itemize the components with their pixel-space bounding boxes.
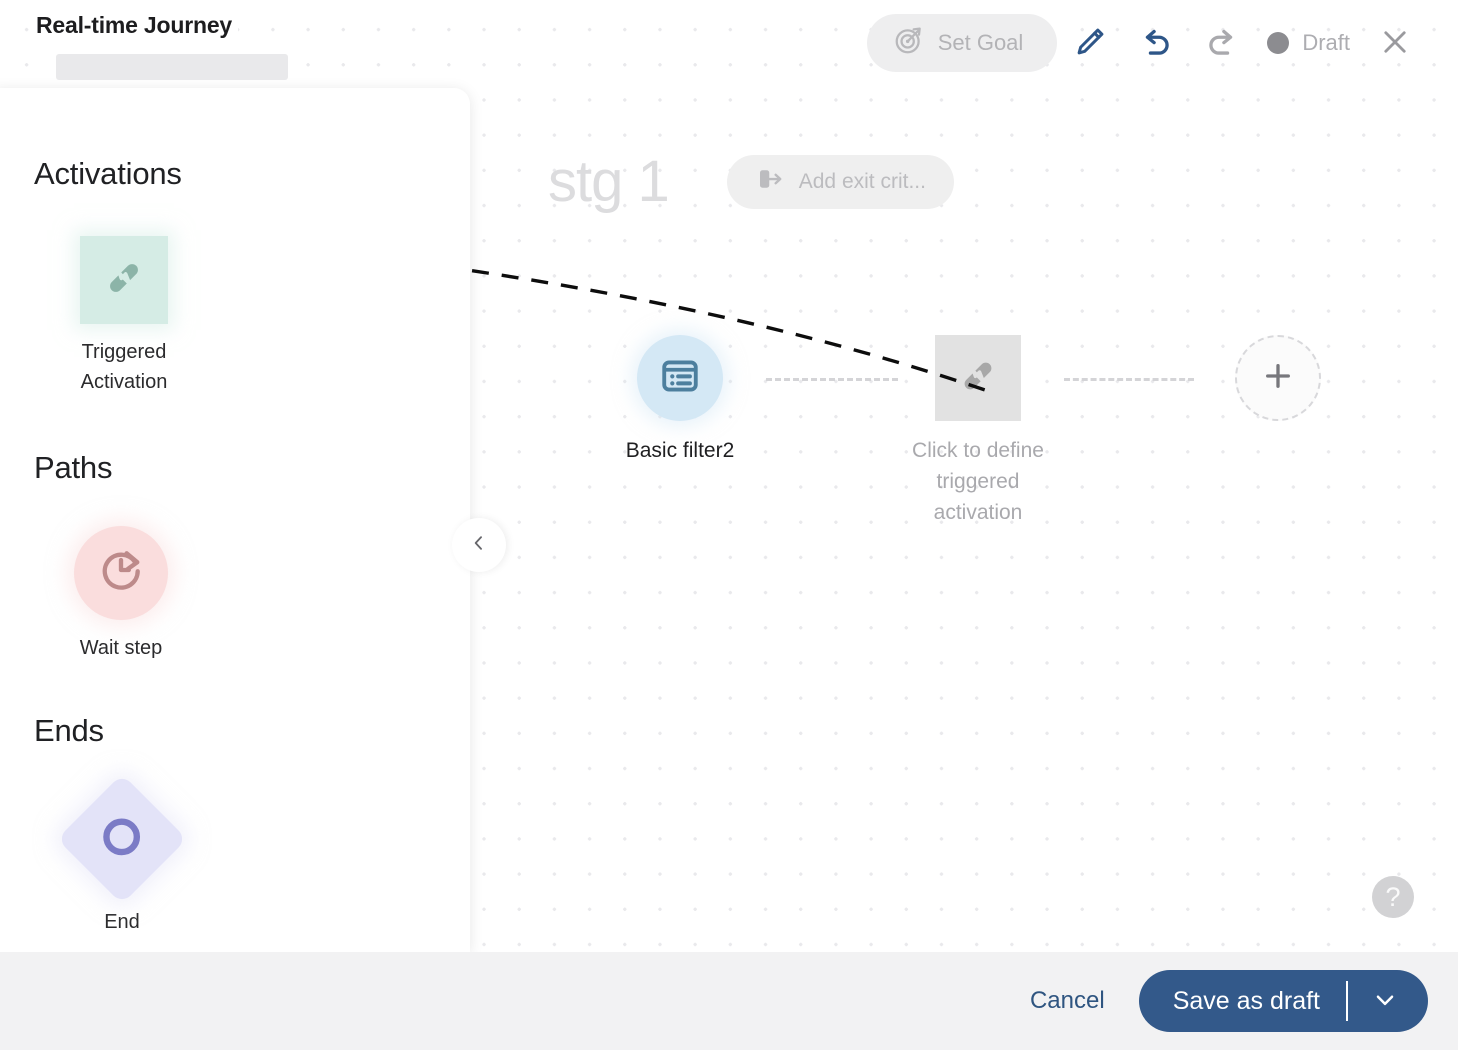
triggered-activation-tile[interactable] xyxy=(80,236,168,324)
sidebar-item-label: End xyxy=(104,911,140,934)
status-label: Draft xyxy=(1302,30,1350,55)
redo-arrow-icon xyxy=(1203,23,1241,64)
circle-outline-icon xyxy=(98,813,146,866)
status-badge: Draft xyxy=(1255,14,1362,72)
add-step-button[interactable] xyxy=(1235,335,1321,421)
pencil-icon xyxy=(1073,25,1107,62)
split-divider xyxy=(1346,981,1348,1021)
section-title-ends: Ends xyxy=(34,713,104,749)
close-button[interactable] xyxy=(1362,14,1428,72)
exit-door-arrow-icon xyxy=(755,164,785,200)
add-exit-criteria-label: Add exit crit... xyxy=(798,169,926,193)
node-connector-2 xyxy=(1064,378,1194,381)
page-title: Real-time Journey xyxy=(34,10,238,41)
help-button[interactable]: ? xyxy=(1372,876,1414,918)
chevron-down-icon xyxy=(1372,987,1398,1016)
flow-node-add-step[interactable] xyxy=(1178,335,1378,435)
app-header: Real-time Journey Set Goal xyxy=(0,0,1458,88)
chevron-left-icon xyxy=(469,533,489,558)
plus-icon xyxy=(1259,357,1297,400)
status-dot-icon xyxy=(1267,32,1290,54)
triggered-activation-node-icon-wrap[interactable] xyxy=(935,335,1021,421)
section-title-activations: Activations xyxy=(34,156,182,191)
basic-filter2-node-icon-wrap[interactable] xyxy=(637,335,723,421)
footer-bar: Cancel Save as draft xyxy=(0,952,1458,1050)
close-x-icon xyxy=(1378,25,1412,62)
plug-connector-icon xyxy=(99,253,149,308)
redo-button[interactable] xyxy=(1189,14,1255,72)
flow-node-label: Click to define triggered activation xyxy=(912,439,1044,525)
section-title-paths: Paths xyxy=(34,449,113,485)
sidebar-section-ends: Ends End xyxy=(34,663,470,937)
flow-node-triggered-activation-undefined[interactable]: Click to define triggered activation xyxy=(878,335,1078,528)
sidebar-collapse-handle[interactable] xyxy=(452,518,506,572)
sidebar-item-label: Wait step xyxy=(79,636,163,659)
clock-timer-icon xyxy=(95,544,147,601)
undo-arrow-icon xyxy=(1137,23,1175,64)
flow-node-basic-filter2[interactable]: Basic filter2 xyxy=(580,335,780,466)
sidebar-item-wait-step[interactable]: Wait step xyxy=(45,525,197,663)
sidebar-section-activations: Activations Triggered Activation xyxy=(34,88,470,398)
set-goal-label: Set Goal xyxy=(937,30,1024,55)
set-goal-button[interactable]: Set Goal xyxy=(866,14,1058,72)
save-as-draft-split-button: Save as draft xyxy=(1138,970,1428,1032)
sidebar-item-triggered-activation[interactable]: Triggered Activation xyxy=(48,236,200,398)
stage-name[interactable]: stg 1 xyxy=(548,149,670,214)
save-as-draft-button[interactable]: Save as draft xyxy=(1139,970,1346,1032)
list-filter-icon xyxy=(658,354,702,403)
stage-header: stg 1 Add exit crit... xyxy=(548,148,954,215)
cancel-button[interactable]: Cancel xyxy=(1029,987,1105,1014)
save-options-dropdown-button[interactable] xyxy=(1348,970,1428,1032)
header-toolbar: Set Goal xyxy=(866,14,1428,72)
question-mark-icon: ? xyxy=(1385,881,1401,912)
title-block: Real-time Journey xyxy=(34,10,288,80)
steps-sidebar: Activations Triggered Activation xyxy=(0,88,470,952)
title-skeleton-placeholder xyxy=(56,54,288,80)
add-exit-criteria-button[interactable]: Add exit crit... xyxy=(726,154,954,209)
edit-button[interactable] xyxy=(1057,14,1123,72)
plug-connector-icon xyxy=(954,352,1002,405)
sidebar-item-end[interactable]: End xyxy=(46,774,198,937)
flow-node-label: Basic filter2 xyxy=(625,439,735,462)
undo-button[interactable] xyxy=(1123,14,1189,72)
target-goal-icon xyxy=(893,24,925,62)
sidebar-section-paths: Paths Wait step xyxy=(34,398,470,663)
end-tile[interactable] xyxy=(56,774,188,905)
wait-step-tile[interactable] xyxy=(74,525,168,620)
sidebar-item-label: Triggered Activation xyxy=(80,341,168,394)
